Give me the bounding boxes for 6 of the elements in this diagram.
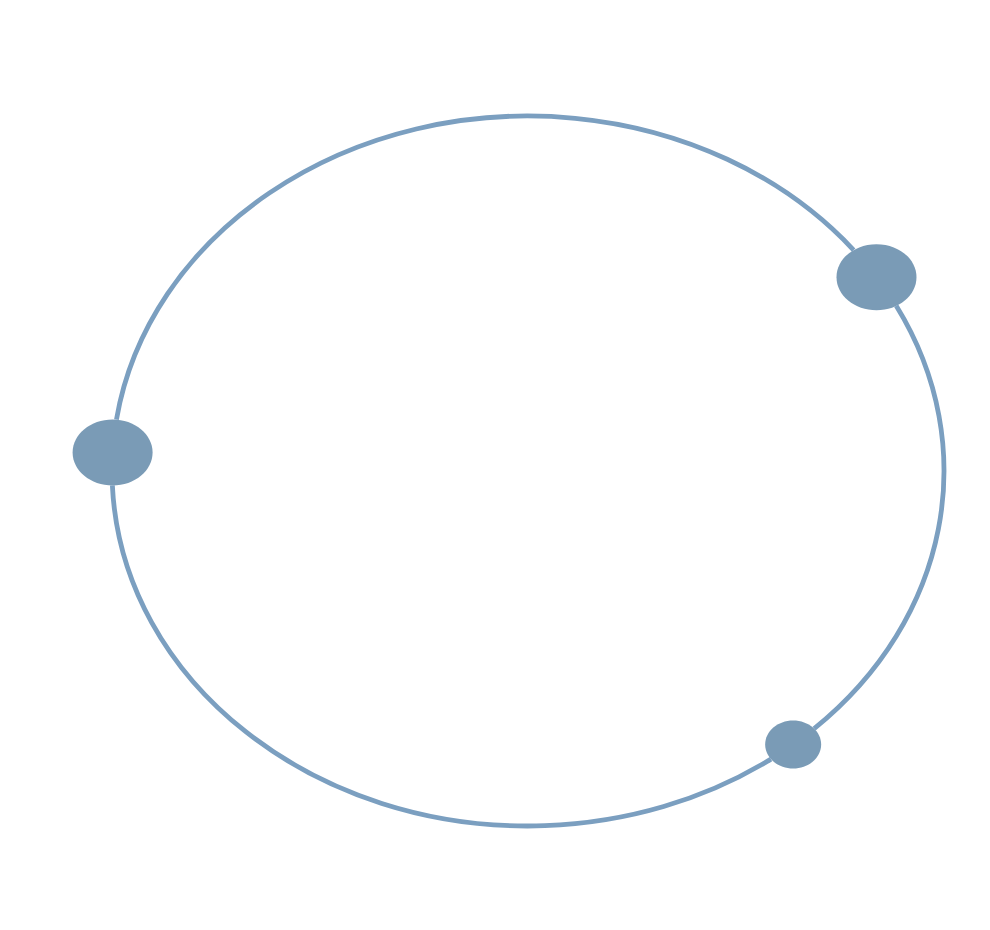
ring-arc xyxy=(812,304,946,731)
dot xyxy=(765,720,822,769)
dot xyxy=(836,244,917,311)
dot xyxy=(72,419,153,486)
ring-arc xyxy=(114,113,856,421)
ring-arc xyxy=(110,485,773,829)
